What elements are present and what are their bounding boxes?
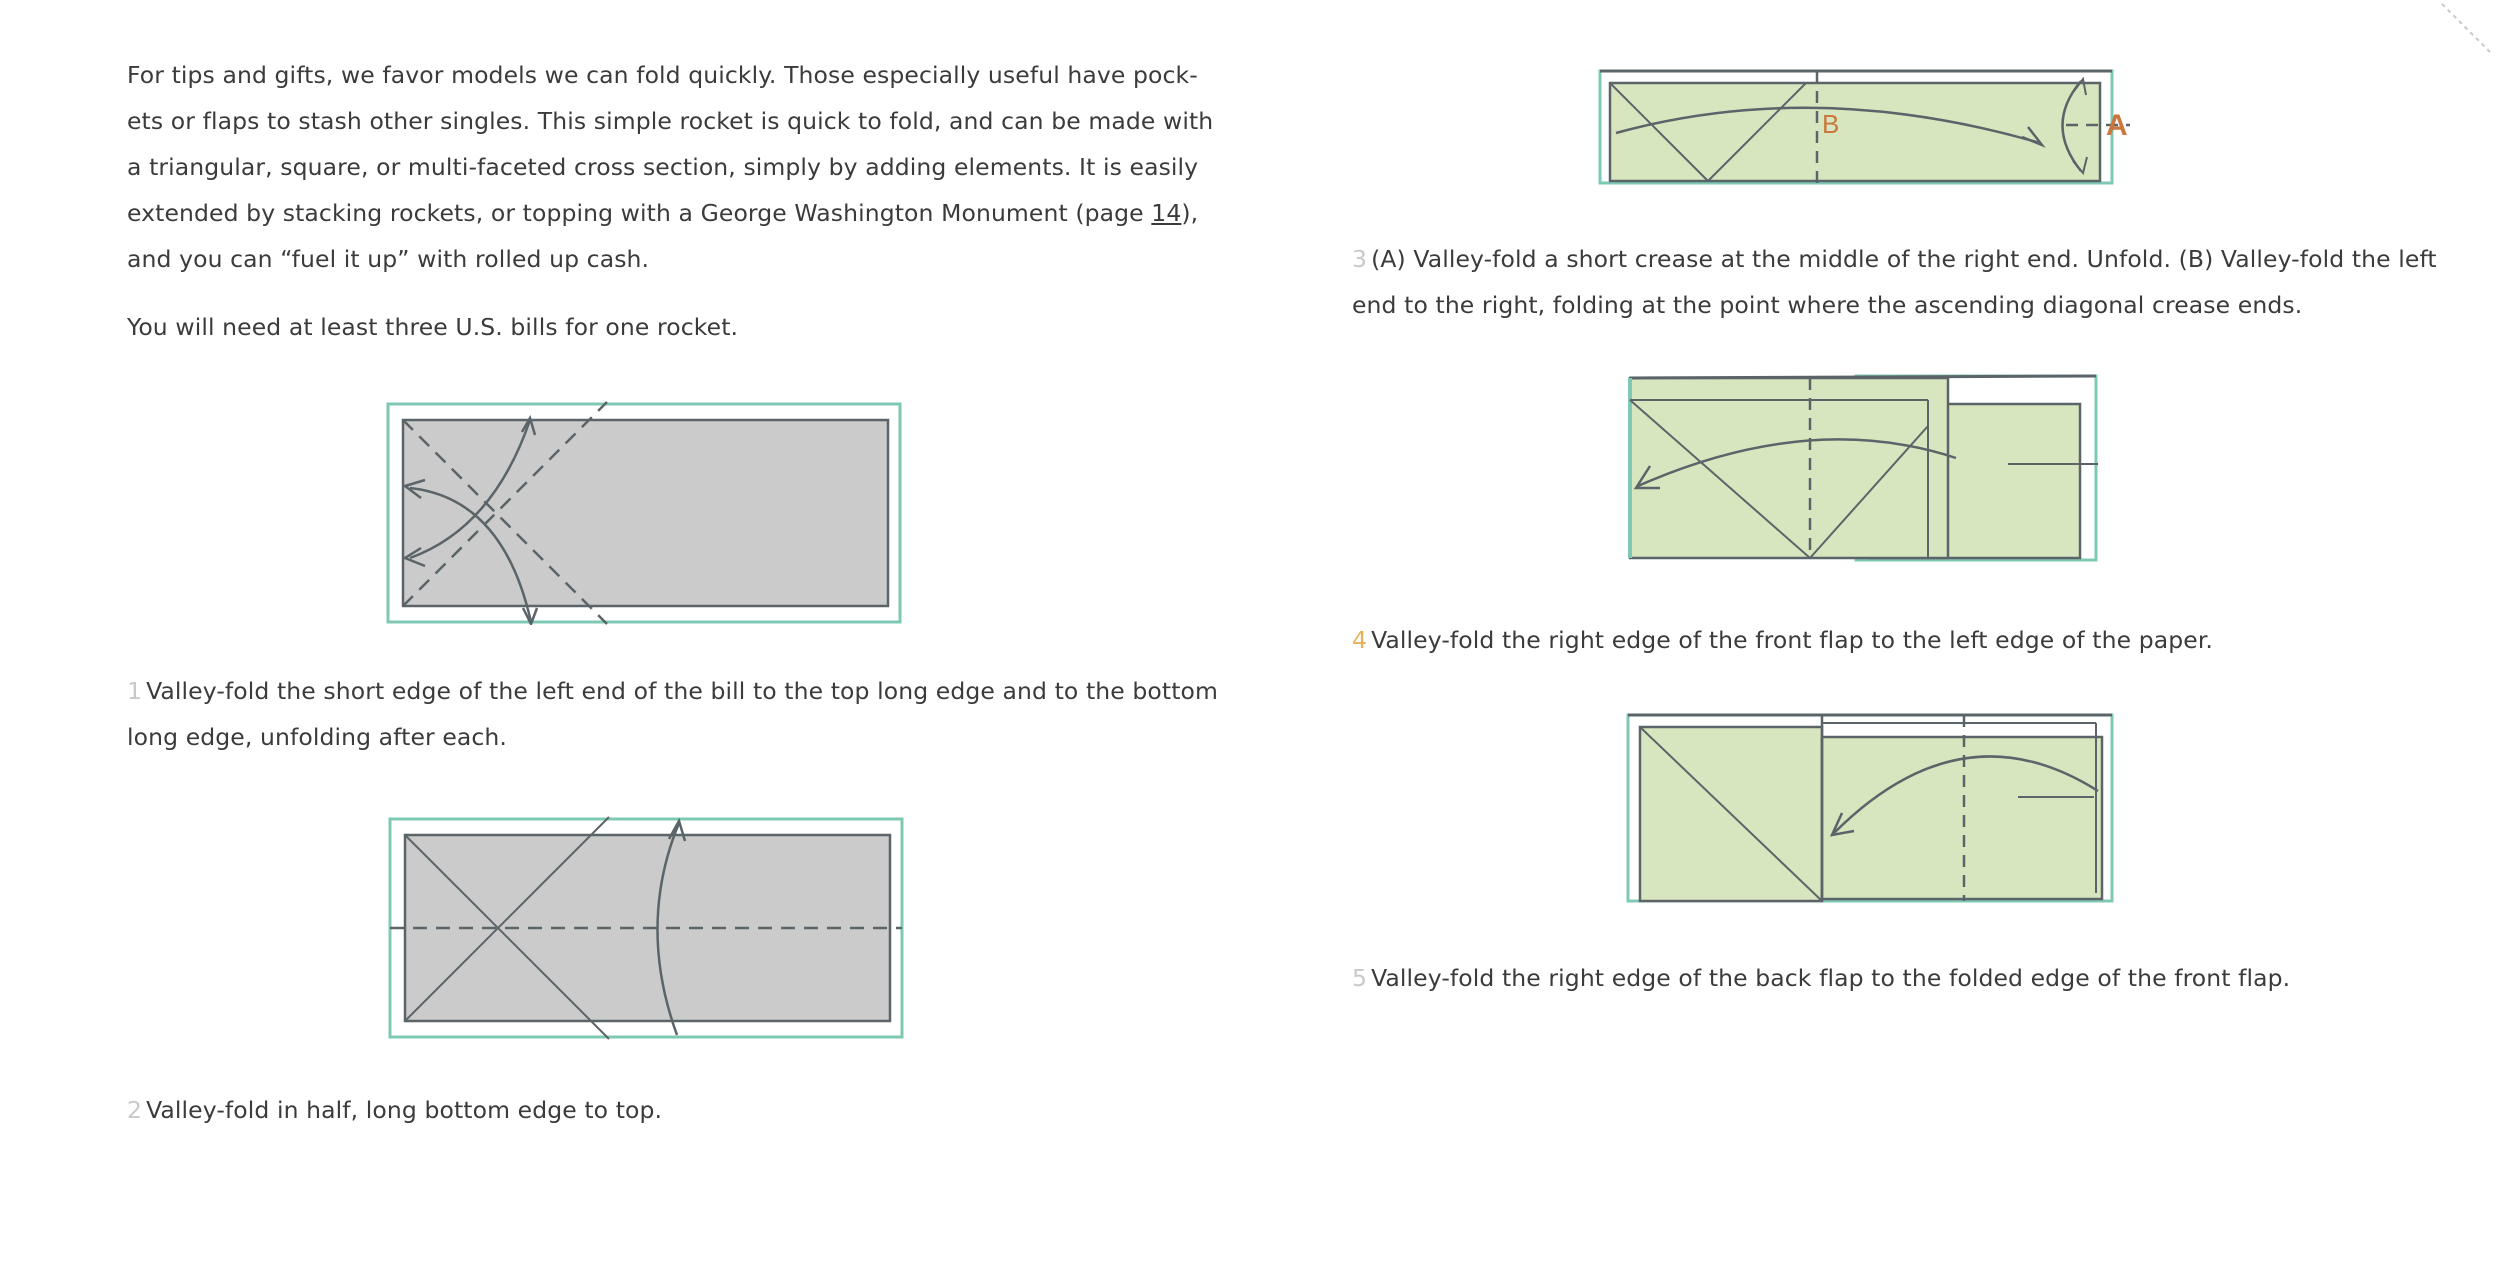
step-4-number: 4 — [1352, 626, 1368, 654]
left-page: For tips and gifts, we favor models we c… — [127, 52, 1219, 1124]
label-a: A — [2106, 109, 2128, 142]
step-5-number: 5 — [1352, 964, 1368, 992]
diagram-step-1 — [386, 401, 902, 625]
intro-paragraph: For tips and gifts, we favor models we c… — [127, 52, 1213, 282]
page-corner-mark — [2441, 3, 2493, 55]
label-b: B — [1822, 109, 1839, 139]
step-3-text: 3(A) Valley-fold a short crease at the m… — [1352, 245, 2437, 319]
intro-line: extended by stacking rockets, or topping… — [127, 199, 1199, 227]
intro-line: For tips and gifts, we favor models we c… — [127, 61, 1198, 89]
intro-line: and you can “fuel it up” with rolled up … — [127, 245, 650, 273]
intro-line: ets or flaps to stash other singles. Thi… — [127, 107, 1214, 135]
page-reference-link[interactable]: 14 — [1151, 199, 1182, 227]
diagram-step-2 — [388, 816, 904, 1040]
right-page: B A 3(A) Valley-fold a short crease at t… — [1248, 0, 2496, 1288]
requirement-text: You will need at least three U.S. bills … — [127, 313, 739, 341]
step-3-number: 3 — [1352, 245, 1368, 273]
diagram-step-4 — [1628, 374, 2098, 562]
diagram-step-5 — [1626, 713, 2114, 903]
step-1-number: 1 — [127, 677, 143, 705]
step-2-number: 2 — [127, 1096, 143, 1124]
diagram-step-3: B A — [1598, 69, 2130, 185]
intro-line: a triangular, square, or multi-faceted c… — [127, 153, 1199, 181]
